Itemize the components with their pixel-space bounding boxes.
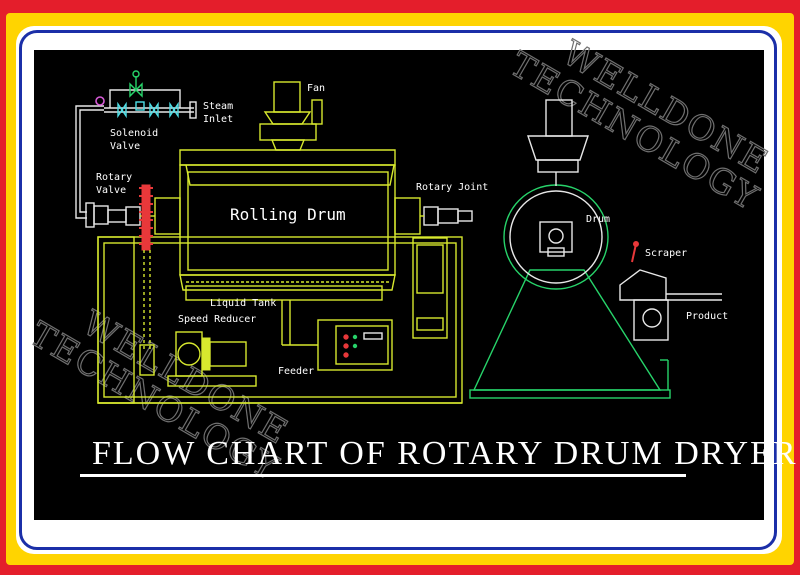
label-rolling-drum: Rolling Drum (230, 205, 346, 224)
label-product: Product (686, 311, 728, 322)
label-rotary-valve: Valve (96, 185, 126, 196)
drive-chain (139, 250, 155, 376)
left-support-column (97, 236, 135, 404)
fan-assembly (259, 81, 323, 151)
label-liquid-tank: Liquid Tank (210, 298, 276, 309)
label-solenoid: Solenoid (110, 128, 158, 139)
label-rotary-joint: Rotary Joint (416, 182, 488, 193)
label-rotary: Rotary (96, 172, 132, 183)
watermark-top: WELLDONE TECHNOLOGY (502, 33, 776, 220)
blue-border (19, 30, 777, 550)
chart-title: FLOW CHART OF ROTARY DRUM DRYER (92, 435, 798, 472)
steam-piping (75, 89, 197, 228)
label-feeder: Feeder (278, 366, 314, 377)
feeder-control-box (317, 319, 393, 371)
label-scraper: Scraper (645, 248, 687, 259)
label-inlet: Inlet (203, 114, 233, 125)
drive-gear (139, 184, 153, 251)
drawing-panel (34, 50, 764, 520)
solenoid-valves (95, 70, 179, 119)
liquid-tank (185, 285, 383, 346)
right-support-column (412, 237, 448, 339)
drum-dryer-stand (469, 269, 671, 399)
label-speed-reducer: Speed Reducer (178, 314, 256, 325)
label-solenoid-valve: Valve (110, 141, 140, 152)
drum-shaft-right (394, 197, 473, 235)
label-steam: Steam (203, 101, 233, 112)
drum-dryer-body (503, 184, 609, 290)
speed-reducer-motor (167, 331, 257, 387)
title-underline (80, 474, 686, 477)
label-fan: Fan (307, 83, 325, 94)
drum-dryer-feed (527, 99, 589, 186)
scraper-assembly (619, 241, 722, 341)
label-drum: Drum (586, 214, 610, 225)
